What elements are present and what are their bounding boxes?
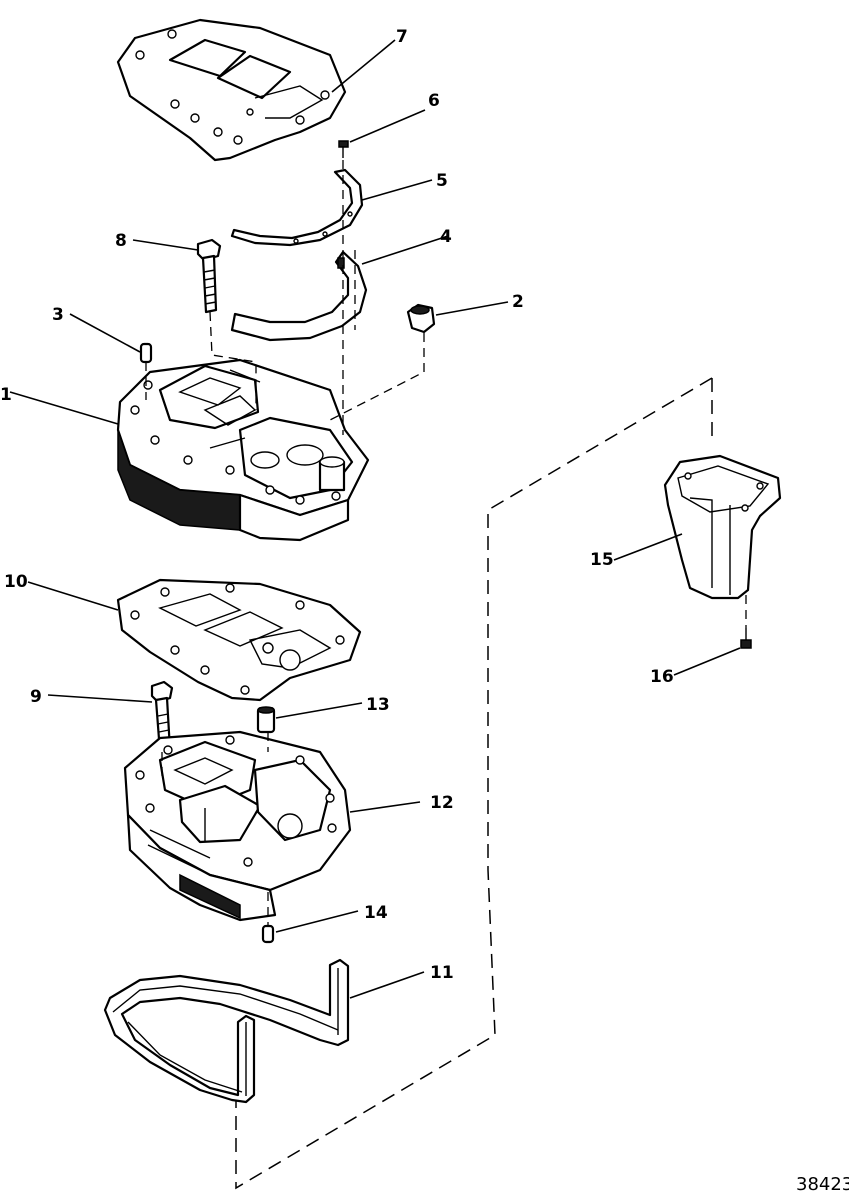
callout-8: 8 — [115, 231, 127, 251]
callout-1: 1 — [0, 385, 12, 405]
part-12-exhaust-plate — [123, 730, 352, 922]
callout-6: 6 — [428, 91, 440, 111]
callout-13: 13 — [366, 695, 390, 715]
callout-15: 15 — [590, 550, 614, 570]
part-7-gasket — [116, 18, 347, 162]
callout-12: 12 — [430, 793, 454, 813]
figure-number: 38423 — [796, 1174, 849, 1195]
leader-lines — [9, 39, 741, 999]
callout-2: 2 — [512, 292, 524, 312]
part-5-seal-strip — [230, 168, 364, 247]
part-11-seal — [103, 958, 350, 1104]
callout-16: 16 — [650, 667, 674, 687]
part-15-outlet-housing — [663, 454, 782, 600]
part-13-sleeve — [256, 706, 276, 734]
callout-11: 11 — [430, 963, 454, 983]
callout-4: 4 — [440, 227, 452, 247]
part-3-dowel-pin — [139, 342, 153, 364]
callout-3: 3 — [52, 305, 64, 325]
part-6-screw — [338, 140, 349, 158]
part-2-grommet — [406, 303, 436, 334]
callout-9: 9 — [30, 687, 42, 707]
callout-10: 10 — [4, 572, 28, 592]
assembly-guide-lines — [145, 160, 747, 1190]
part-14-dowel-pin — [261, 924, 275, 944]
part-4-seal-strip — [230, 250, 368, 342]
part-10-gasket — [116, 578, 362, 702]
part-16-screw — [740, 628, 752, 649]
part-1-adaptor-plate — [116, 358, 370, 542]
callout-5: 5 — [436, 171, 448, 191]
callout-labels: 1 2 3 4 5 6 7 8 9 10 11 12 13 14 15 16 — [0, 27, 674, 983]
callout-14: 14 — [364, 903, 388, 923]
part-8-bolt — [196, 238, 222, 314]
callout-7: 7 — [396, 27, 408, 47]
